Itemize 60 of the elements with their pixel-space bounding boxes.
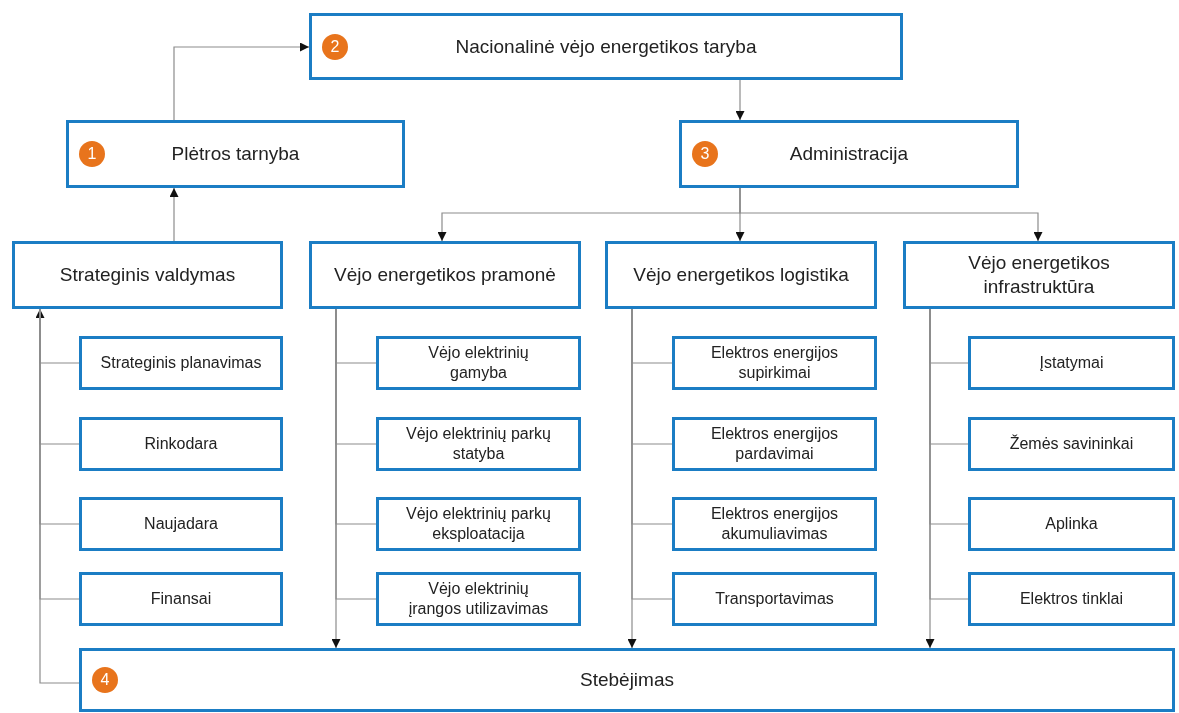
number-badge: 2 — [322, 33, 348, 60]
org-box — [672, 497, 877, 551]
box-label: Įstatymai — [1038, 353, 1105, 373]
box-label: Plėtros tarnyba — [170, 142, 301, 166]
connector-line — [335, 308, 377, 600]
org-box — [79, 572, 283, 626]
box-label: Strateginis planavimas — [99, 353, 263, 373]
box-label: Naujadara — [143, 514, 219, 534]
box-label: Vėjo elektrinių įrangos utilizavimas — [407, 579, 550, 619]
org-box — [968, 572, 1175, 626]
box-label: Elektros energijos pardavimai — [709, 424, 840, 464]
org-box — [903, 241, 1175, 309]
box-label: Transportavimas — [714, 589, 835, 609]
connector-line — [631, 308, 673, 600]
box-label: Rinkodara — [143, 434, 219, 454]
org-box — [79, 648, 1175, 712]
arrow — [739, 187, 1043, 242]
org-box — [309, 13, 903, 80]
org-box — [66, 120, 405, 188]
box-label: Aplinka — [1044, 514, 1099, 534]
box-label: Strateginis valdymas — [58, 263, 237, 287]
box-label: Vėjo elektrinių parkų statyba — [405, 424, 552, 464]
number-badge: 3 — [692, 141, 718, 167]
box-label: Elektros tinklai — [1018, 589, 1125, 609]
org-box — [605, 241, 877, 309]
box-label: Elektros energijos akumuliavimas — [709, 504, 840, 544]
org-box — [672, 336, 877, 390]
number-badge: 1 — [79, 141, 105, 167]
box-label: Finansai — [149, 589, 213, 609]
org-box — [679, 120, 1019, 188]
org-box — [968, 417, 1175, 471]
arrow — [173, 42, 310, 121]
org-box — [968, 497, 1175, 551]
box-label: Vėjo energetikos pramonė — [333, 263, 557, 287]
org-box — [672, 572, 877, 626]
org-box — [376, 497, 581, 551]
number-badge: 4 — [92, 667, 118, 693]
box-label: Vėjo energetikos infrastruktūra — [967, 251, 1111, 299]
box-label: Žemės savininkai — [1008, 434, 1135, 454]
box-label: Vėjo elektrinių parkų eksploatacija — [405, 504, 552, 544]
org-box — [79, 336, 283, 390]
box-label: Administracija — [788, 142, 910, 166]
org-box — [309, 241, 581, 309]
org-box — [376, 572, 581, 626]
org-box — [79, 417, 283, 471]
arrow — [169, 187, 179, 242]
org-box — [376, 417, 581, 471]
box-label: Elektros energijos supirkimai — [709, 343, 840, 383]
box-label: Nacionalinė vėjo energetikos taryba — [454, 34, 758, 59]
box-label: Vėjo elektrinių gamyba — [427, 343, 530, 383]
org-box — [672, 417, 877, 471]
org-box — [376, 336, 581, 390]
org-box — [12, 241, 283, 309]
org-box — [79, 497, 283, 551]
box-label: Vėjo energetikos logistika — [632, 263, 850, 287]
org-box — [968, 336, 1175, 390]
connector-line — [39, 308, 80, 600]
box-label: Stebėjimas — [579, 668, 675, 692]
arrow — [735, 79, 745, 121]
connector-line — [929, 308, 969, 600]
